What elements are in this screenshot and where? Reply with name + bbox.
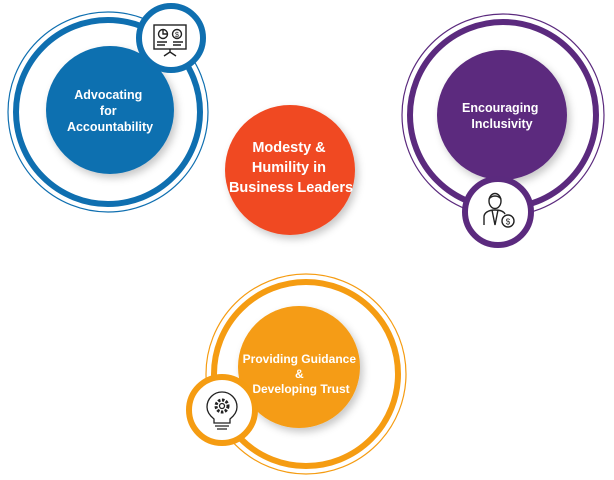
icon-badge: [186, 374, 258, 446]
node-guidance: Providing Guidance & Developing Trust: [186, 273, 407, 475]
center-circle: [225, 105, 355, 235]
node-accountability: Advocating for Accountability $: [7, 3, 209, 213]
outer-thick-ring: [211, 279, 401, 469]
svg-text:$: $: [175, 32, 179, 39]
node-label: Advocating for Accountability: [67, 88, 153, 134]
node-inclusivity: Encouraging Inclusivity $: [401, 13, 605, 248]
lightbulb-gear-icon: [206, 391, 238, 430]
presentation-board-icon: $: [153, 24, 187, 57]
icon-badge: [136, 3, 206, 73]
center-node: Modesty & Humility in Business Leaders: [225, 105, 355, 235]
node-circle: [437, 50, 567, 180]
outer-thin-ring: [7, 11, 209, 213]
node-label: Encouraging Inclusivity: [462, 101, 542, 131]
businessman-dollar-icon: $: [483, 192, 515, 228]
outer-thick-ring: [13, 17, 203, 207]
svg-text:$: $: [506, 218, 511, 227]
center-label: Modesty & Humility in Business Leaders: [229, 140, 353, 196]
node-label: Providing Guidance & Developing Trust: [243, 352, 360, 396]
node-circle: [46, 46, 174, 174]
outer-thin-ring: [205, 273, 407, 475]
node-circle: [238, 306, 360, 428]
